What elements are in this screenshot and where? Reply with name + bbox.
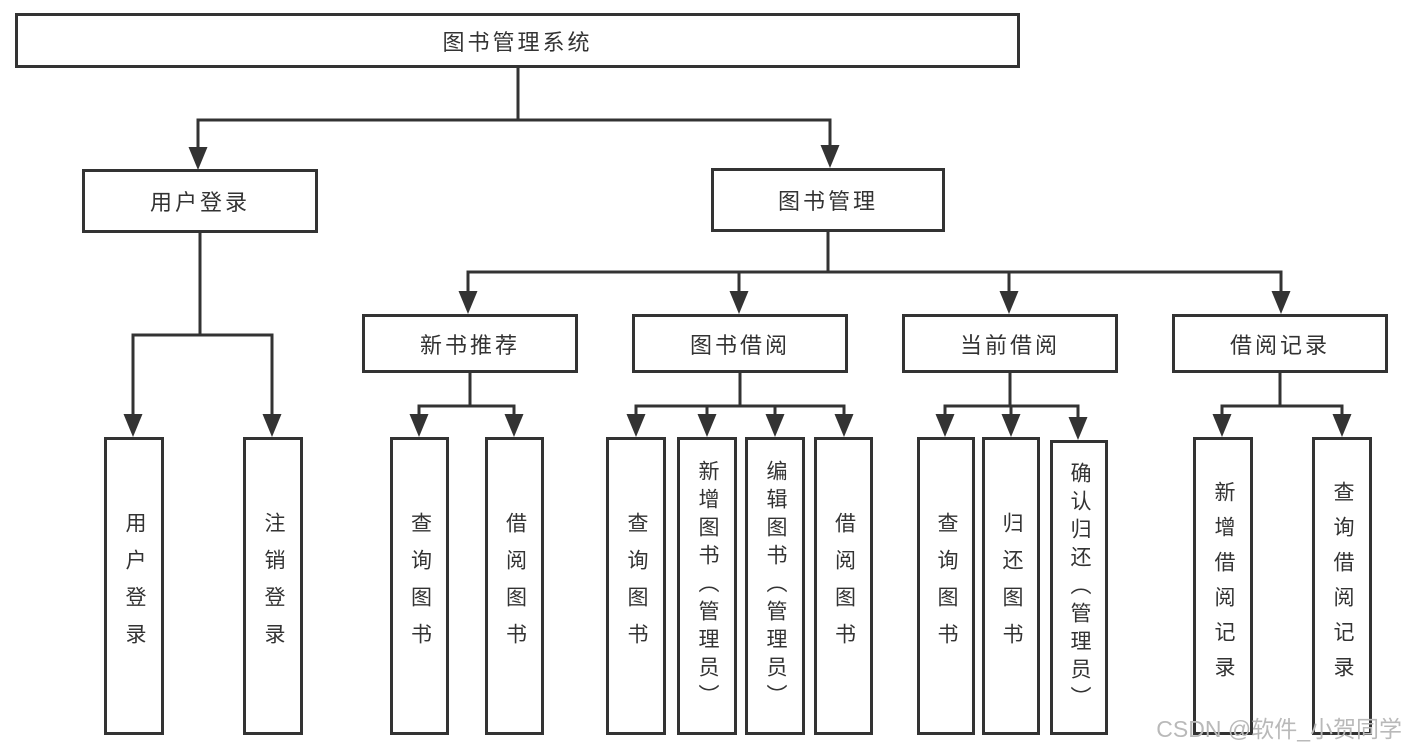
node-current-borrow-label: 当前借阅 (959, 332, 1060, 358)
leaf-query-books-current-label: 查询图书 (935, 512, 958, 660)
leaf-query-books-borrow: 查询图书 (606, 437, 666, 735)
leaf-add-books-admin: 新增图书（管理员） (677, 437, 737, 735)
leaf-logout: 注销登录 (243, 437, 303, 735)
node-new-book-recommend: 新书推荐 (362, 314, 578, 373)
node-book-borrow: 图书借阅 (632, 314, 848, 373)
leaf-query-books-recommend: 查询图书 (390, 437, 449, 735)
leaf-logout-label: 注销登录 (262, 512, 285, 660)
leaf-add-borrow-record-label: 新增借阅记录 (1212, 481, 1235, 691)
node-book-management: 图书管理 (711, 168, 945, 232)
leaf-query-books-recommend-label: 查询图书 (408, 512, 432, 660)
node-user-login-label: 用户登录 (149, 190, 250, 215)
node-book-management-label: 图书管理 (777, 189, 878, 214)
leaf-query-borrow-record: 查询借阅记录 (1312, 437, 1372, 735)
leaf-query-borrow-record-label: 查询借阅记录 (1331, 481, 1354, 691)
watermark: CSDN @软件_小贺同学 (1156, 716, 1402, 742)
node-root-label: 图书管理系统 (442, 29, 593, 55)
leaf-add-borrow-record: 新增借阅记录 (1193, 437, 1253, 735)
node-new-book-recommend-label: 新书推荐 (419, 332, 520, 358)
leaf-return-books-label: 归还图书 (1000, 512, 1023, 660)
leaf-borrow-books-recommend-label: 借阅图书 (503, 512, 527, 660)
node-user-login: 用户登录 (82, 169, 318, 233)
leaf-edit-books-admin: 编辑图书（管理员） (745, 437, 805, 735)
leaf-edit-books-admin-label: 编辑图书（管理员） (764, 460, 787, 712)
node-current-borrow: 当前借阅 (902, 314, 1118, 373)
leaf-confirm-return-admin-label: 确认归还（管理员） (1068, 461, 1091, 714)
leaf-query-books-borrow-label: 查询图书 (625, 512, 648, 660)
node-book-borrow-label: 图书借阅 (689, 332, 790, 358)
leaf-add-books-admin-label: 新增图书（管理员） (696, 460, 719, 712)
leaf-borrow-books-borrow-label: 借阅图书 (832, 512, 856, 660)
node-borrow-records: 借阅记录 (1172, 314, 1388, 373)
leaf-borrow-books-borrow: 借阅图书 (814, 437, 873, 735)
node-root: 图书管理系统 (15, 13, 1020, 68)
leaf-borrow-books-recommend: 借阅图书 (485, 437, 544, 735)
node-borrow-records-label: 借阅记录 (1229, 332, 1330, 358)
leaf-user-login-label: 用户登录 (123, 512, 146, 660)
leaf-return-books: 归还图书 (982, 437, 1040, 735)
leaf-query-books-current: 查询图书 (917, 437, 975, 735)
leaf-confirm-return-admin: 确认归还（管理员） (1050, 440, 1108, 735)
leaf-user-login: 用户登录 (104, 437, 164, 735)
